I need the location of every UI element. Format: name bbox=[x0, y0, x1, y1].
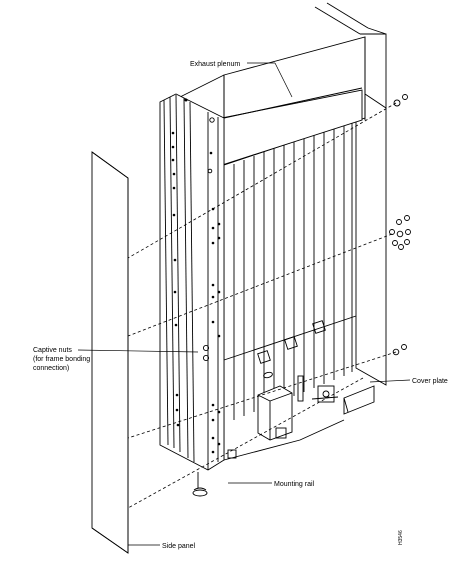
alignment-lines bbox=[127, 102, 397, 509]
label-captive-nuts-detail: (for frame bonding bbox=[33, 356, 90, 363]
label-captive-nuts-connection: connection) bbox=[33, 365, 69, 372]
label-captive-nuts: Captive nuts bbox=[33, 347, 72, 354]
label-side-panel: Side panel bbox=[162, 543, 196, 550]
label-exhaust-plenum: Exhaust plenum bbox=[190, 61, 240, 68]
chassis-base bbox=[343, 385, 375, 415]
rear-rack-frame bbox=[314, 2, 387, 108]
label-mounting-rail: Mounting rail bbox=[274, 481, 315, 488]
card-slots bbox=[223, 121, 357, 420]
power-area bbox=[227, 320, 339, 459]
label-cover-plate: Cover plate bbox=[412, 378, 448, 385]
cover-plate-screws bbox=[389, 94, 411, 356]
figure-id: H3546 bbox=[398, 530, 404, 545]
mounting-rail bbox=[159, 93, 225, 497]
leader-lines bbox=[77, 62, 411, 546]
exhaust-plenum bbox=[221, 36, 366, 166]
side-panel bbox=[91, 151, 129, 554]
